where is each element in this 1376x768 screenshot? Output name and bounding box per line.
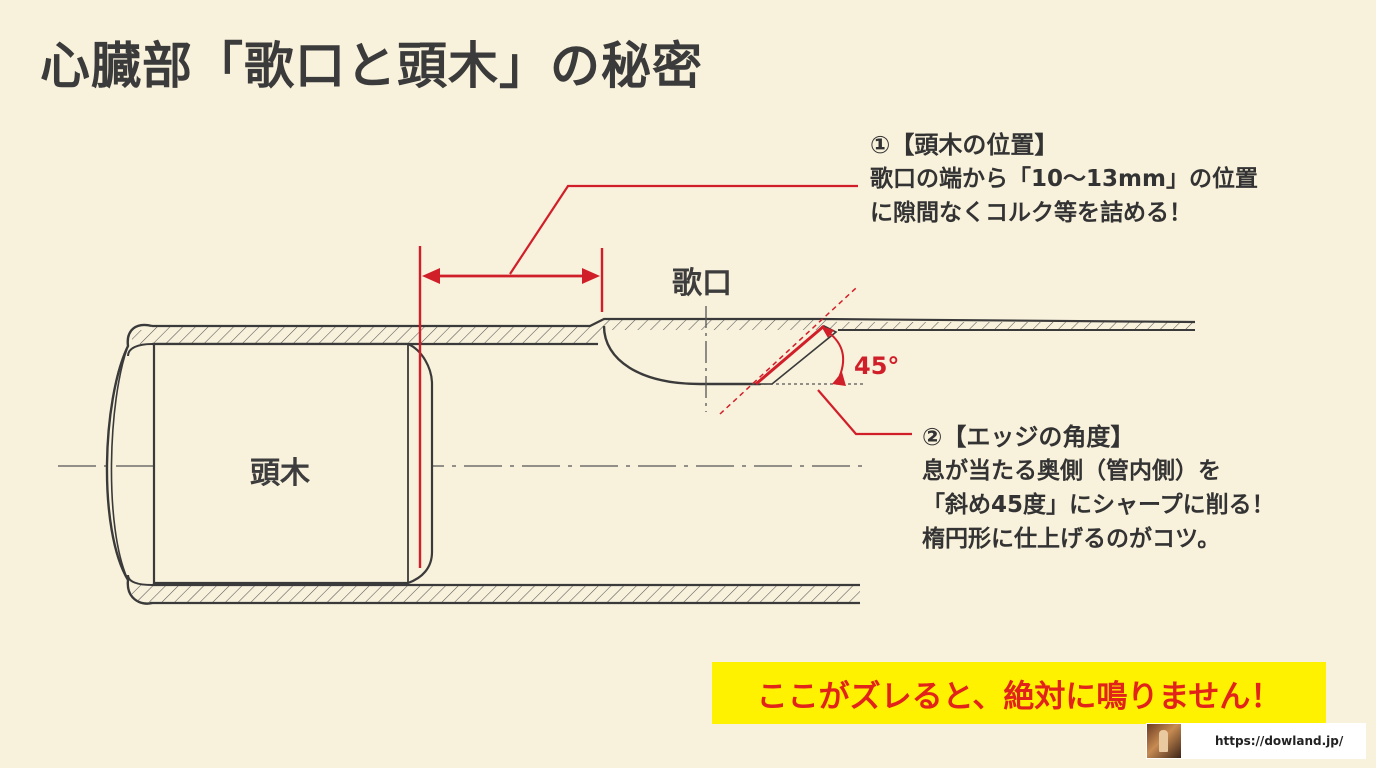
note1-line1: 歌口の端から「10〜13mm」の位置 [870, 166, 1258, 192]
footer-bar[interactable]: https://dowland.jp/ [1146, 723, 1366, 759]
angle-label: 45° [854, 352, 900, 380]
callout-leader-2 [817, 389, 912, 436]
note2-line1: 息が当たる奥側（管内側）を [922, 458, 1221, 484]
note1-heading: ①【頭木の位置】 [870, 131, 1059, 159]
headwood-block [152, 342, 434, 585]
angle-arc [827, 331, 845, 381]
page-title: 心臓部「歌口と頭木」の秘密 [40, 37, 703, 95]
warning-banner: ここがズレると、絶対に鳴りません！ [712, 662, 1326, 724]
headwood-label: 頭木 [250, 456, 310, 491]
tube-top-wall [152, 320, 1195, 344]
callout-edge-angle: ②【エッジの角度】 息が当たる奥側（管内側）を 「斜め45度」にシャープに削る！… [922, 420, 1275, 556]
tube-end-cap [105, 323, 153, 605]
note1-line2: に隙間なくコルク等を詰める！ [870, 200, 1192, 226]
footer-url-link[interactable]: https://dowland.jp/ [1215, 734, 1344, 748]
angle-guide-line [719, 287, 857, 415]
note2-line3: 楕円形に仕上げるのがコツ。 [922, 526, 1221, 552]
tube-bottom-wall [152, 585, 860, 603]
callout-leader-1 [509, 184, 858, 275]
callout-headwood-position: ①【頭木の位置】 歌口の端から「10〜13mm」の位置 に隙間なくコルク等を詰め… [870, 128, 1258, 230]
embouchure-label: 歌口 [672, 266, 732, 301]
note2-heading: ②【エッジの角度】 [922, 423, 1135, 451]
note2-line2: 「斜め45度」にシャープに削る！ [922, 492, 1275, 518]
site-logo-thumbnail [1147, 724, 1181, 758]
